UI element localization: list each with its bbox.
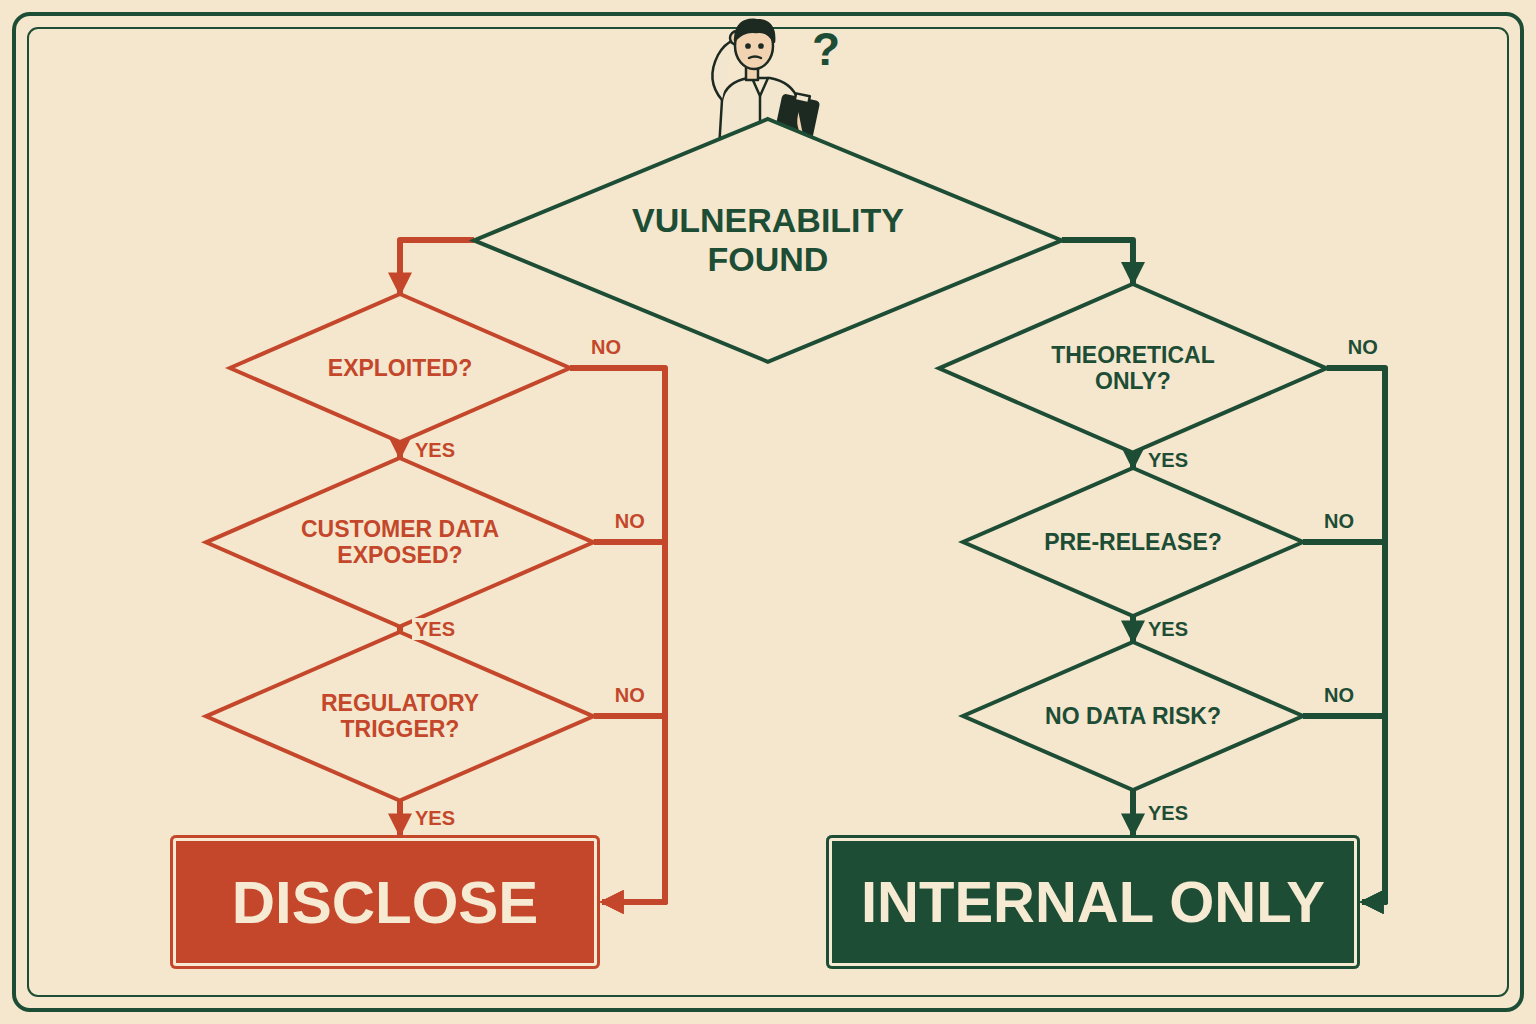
- branch-label: YES: [1145, 449, 1191, 471]
- outcome-box: INTERNAL ONLY: [826, 835, 1360, 969]
- flow-arrow: [570, 368, 665, 902]
- flow-arrow: [1327, 368, 1385, 902]
- decision-diamond: CUSTOMER DATA EXPOSED?: [206, 458, 593, 627]
- outcome-text: DISCLOSE: [232, 868, 539, 937]
- branch-label: YES: [1145, 802, 1191, 824]
- diamond-shape: [474, 119, 1062, 362]
- decision-text: PRE-RELEASE?: [1044, 529, 1222, 555]
- flow-arrow: [400, 240, 474, 294]
- branch-label: NO: [1321, 684, 1357, 706]
- branch-label: YES: [412, 807, 458, 829]
- decision-text: THEORETICAL ONLY?: [1033, 342, 1233, 395]
- branch-label: NO: [1321, 510, 1357, 532]
- diamond-shape: [963, 642, 1303, 790]
- flow-arrow: [1130, 452, 1136, 468]
- decision-diamond: VULNERABILITY FOUND: [474, 119, 1062, 362]
- decision-text: REGULATORY TRIGGER?: [300, 690, 500, 743]
- decision-diamond: NO DATA RISK?: [963, 642, 1303, 790]
- flow-arrow: [1130, 790, 1136, 835]
- flow-arrow: [594, 716, 665, 902]
- outcome-text: INTERNAL ONLY: [861, 869, 1325, 936]
- flow-arrow: [1062, 240, 1133, 284]
- branch-label: YES: [1145, 618, 1191, 640]
- branch-label: YES: [412, 618, 458, 640]
- branch-label: YES: [412, 439, 458, 461]
- question-mark: ?: [812, 26, 840, 72]
- diamond-shape: [230, 294, 570, 442]
- decision-diamond: THEORETICAL ONLY?: [939, 284, 1326, 453]
- diamond-shape: [206, 458, 593, 627]
- decision-diamond: PRE-RELEASE?: [963, 468, 1303, 616]
- inner-frame: [28, 28, 1508, 996]
- diamond-shape: [963, 468, 1303, 616]
- flow-arrow: [397, 800, 403, 835]
- diamond-shape: [939, 284, 1326, 453]
- branch-label: NO: [612, 684, 648, 706]
- decision-text: NO DATA RISK?: [1045, 703, 1221, 729]
- decision-text: CUSTOMER DATA EXPOSED?: [300, 516, 500, 569]
- outcome-box: DISCLOSE: [170, 835, 600, 969]
- flow-arrow: [1130, 616, 1136, 642]
- branch-label: NO: [1345, 336, 1381, 358]
- branch-label: NO: [588, 336, 624, 358]
- decision-diamond: EXPLOITED?: [230, 294, 570, 442]
- branch-label: NO: [612, 510, 648, 532]
- decision-diamond: REGULATORY TRIGGER?: [206, 632, 593, 801]
- outer-frame: [14, 14, 1522, 1010]
- decision-text: VULNERABILITY FOUND: [603, 201, 933, 279]
- flow-arrow: [594, 542, 665, 902]
- decision-text: EXPLOITED?: [328, 355, 472, 381]
- flow-arrow: [397, 442, 403, 458]
- diamond-shape: [206, 632, 593, 801]
